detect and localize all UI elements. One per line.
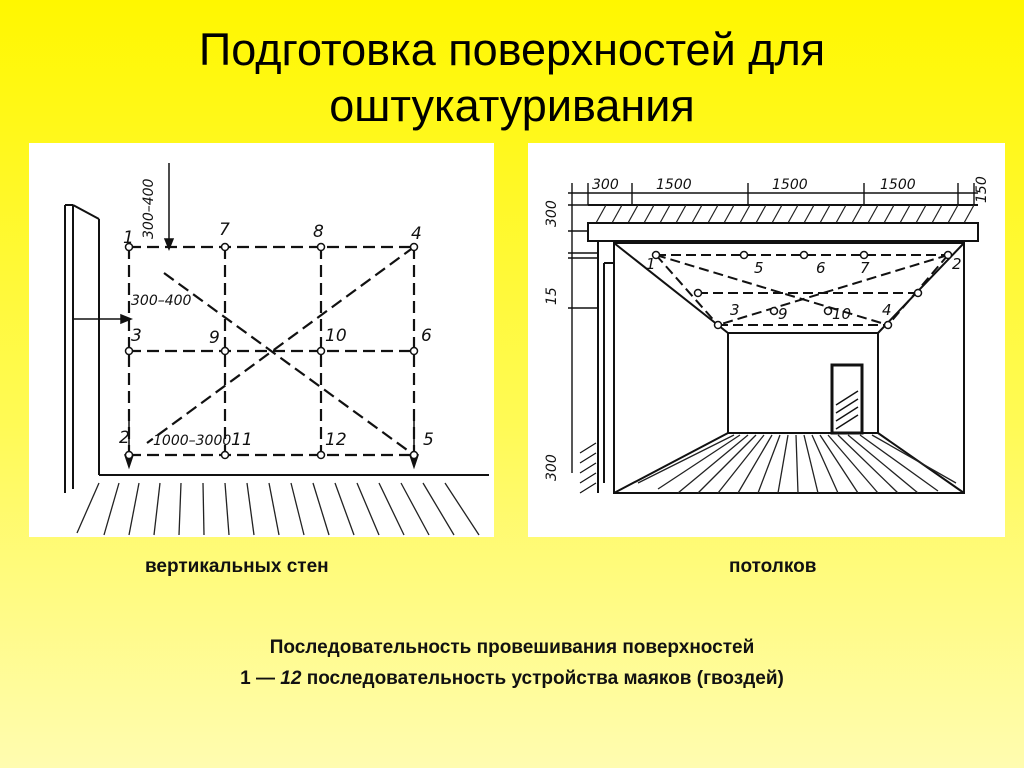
- caption-ceilings: потолков: [729, 556, 817, 577]
- room-perspective: [613, 242, 965, 494]
- ceiling-diagram-panel: 1 2 3 4 5 6 7 9 10 300 1500 1500 1500 15…: [528, 143, 1005, 537]
- dim-left-300-bottom: 300: [544, 454, 560, 481]
- point-label-11: 11: [231, 430, 253, 450]
- ceiling-point-7: 7: [860, 259, 870, 277]
- point-label-5: 5: [423, 430, 434, 450]
- ceiling-point-1: 1: [646, 255, 656, 273]
- floor-hatching: [76, 482, 480, 536]
- ceiling-nail-points: [651, 250, 953, 330]
- dim-top-1500-a: 1500: [656, 177, 692, 193]
- title-line-2: оштукатуривания: [329, 80, 695, 131]
- dim-top-1500-c: 1500: [880, 177, 916, 193]
- nail-points: [124, 242, 419, 460]
- dim-label-left: 300–400: [131, 293, 192, 309]
- ceiling-slab: [587, 204, 979, 242]
- dim-left-15: 15: [544, 287, 560, 305]
- point-label-8: 8: [313, 222, 324, 242]
- dimension-ticks: [568, 183, 978, 473]
- wall-diagram-panel: 1 2 3 4 5 6 7 8 9 10 11 12 300–400 300–4…: [29, 143, 494, 537]
- note-line-1: Последовательность провешивания поверхно…: [269, 637, 755, 658]
- point-label-12: 12: [325, 430, 347, 450]
- plumb-grid: [127, 245, 416, 457]
- point-label-9: 9: [209, 328, 220, 348]
- ceiling-point-4: 4: [882, 301, 892, 319]
- floor-planks: [637, 434, 957, 494]
- ceiling-point-10: 10: [832, 305, 851, 323]
- caption-walls: вертикальных стен: [145, 556, 329, 577]
- point-label-1: 1: [123, 228, 134, 248]
- dim-top-1500-b: 1500: [772, 177, 808, 193]
- wall-hatching: [579, 442, 597, 494]
- ceiling-plumb-lines: [655, 254, 949, 326]
- point-label-3: 3: [131, 326, 142, 346]
- point-label-6: 6: [421, 326, 432, 346]
- slide-title: Подготовка поверхностей для оштукатурива…: [0, 22, 1024, 134]
- ceiling-point-2: 2: [952, 255, 962, 273]
- wall-diagram: 1 2 3 4 5 6 7 8 9 10 11 12 300–400 300–4…: [64, 163, 489, 536]
- ceiling-point-3: 3: [730, 301, 740, 319]
- dim-label-top: 300–400: [141, 178, 157, 239]
- doorway: [830, 363, 864, 435]
- point-label-4: 4: [411, 224, 422, 244]
- ceiling-point-5: 5: [754, 259, 764, 277]
- note-line-2: 1 — 12 последовательность устройства мая…: [0, 668, 1024, 690]
- point-label-10: 10: [325, 326, 347, 346]
- dim-top-150: 150: [974, 176, 990, 203]
- wall-edge: [64, 204, 100, 493]
- note-line-2-text: последовательность устройства маяков (гв…: [306, 668, 784, 689]
- point-label-7: 7: [219, 220, 230, 240]
- dim-label-bottom: 1000–3000: [153, 433, 231, 449]
- ceiling-point-6: 6: [816, 259, 826, 277]
- side-wall: [597, 241, 615, 493]
- note-range-start: 1 —: [240, 668, 276, 689]
- ceiling-point-9: 9: [778, 305, 788, 323]
- dim-top-300: 300: [592, 177, 619, 193]
- point-label-2: 2: [119, 428, 130, 448]
- dimension-lines: [73, 163, 420, 470]
- ceiling-diagram: 1 2 3 4 5 6 7 9 10 300 1500 1500 1500 15…: [544, 176, 990, 494]
- note-range-end: 12: [280, 668, 302, 689]
- dim-left-300-top: 300: [544, 200, 560, 227]
- title-line-1: Подготовка поверхностей для: [198, 24, 826, 75]
